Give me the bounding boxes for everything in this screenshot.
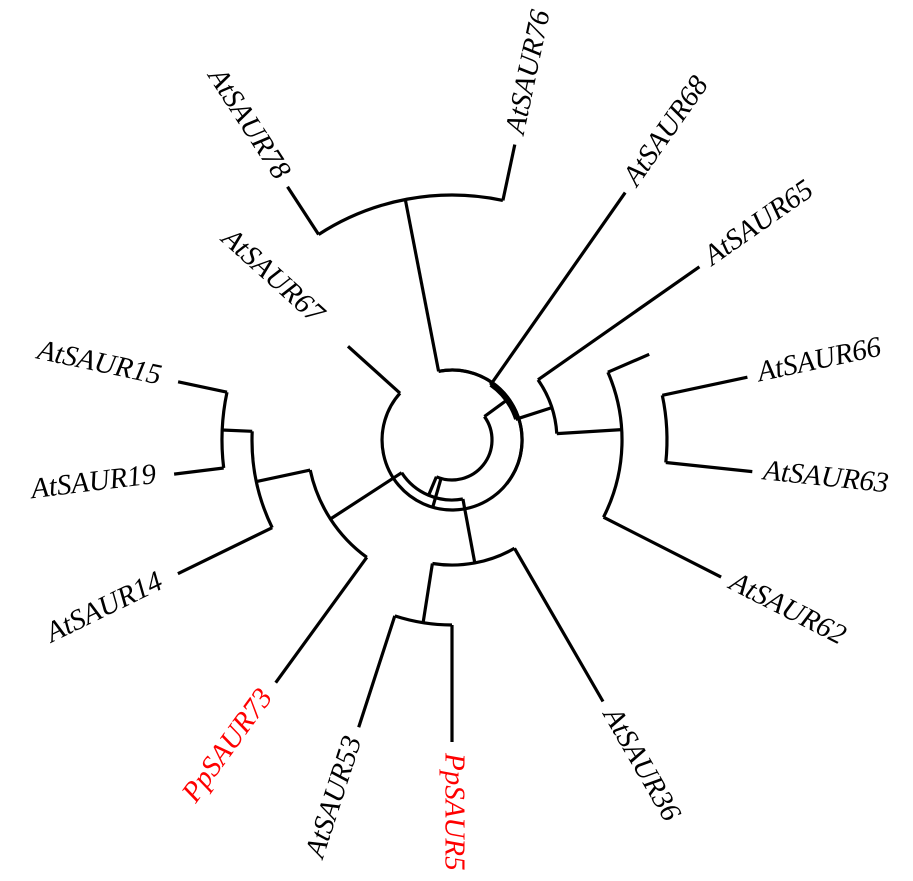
node-arc xyxy=(432,546,516,567)
leaf-label-atsaur53: AtSAUR53 xyxy=(298,732,368,863)
branch-line xyxy=(602,515,722,579)
leaf-label-atsaur67: AtSAUR67 xyxy=(214,221,331,331)
branch-line xyxy=(515,406,553,421)
leaf-label-atsaur78: AtSAUR78 xyxy=(201,60,298,185)
node-arc xyxy=(602,371,624,518)
leaf-label-atsaur36: AtSAUR36 xyxy=(596,700,688,827)
leaf-label-atsaur14: AtSAUR14 xyxy=(39,565,168,650)
branch-line xyxy=(556,428,622,436)
node-arc xyxy=(380,368,524,512)
branch-line xyxy=(427,476,438,496)
leaf-label-atsaur65: AtSAUR65 xyxy=(696,173,819,272)
node-arc xyxy=(435,415,494,482)
leaf-label-atsaur62: AtSAUR62 xyxy=(723,565,851,651)
branch-line xyxy=(177,380,228,394)
branch-line xyxy=(286,185,320,236)
branch-line xyxy=(403,199,441,372)
branch-line xyxy=(661,375,748,397)
branch-line xyxy=(173,466,224,476)
branch-line xyxy=(329,471,403,521)
branch-line xyxy=(177,526,273,576)
leaf-label-atsaur15: AtSAUR15 xyxy=(33,334,165,392)
branch-line xyxy=(537,265,701,382)
branch-line xyxy=(222,428,253,433)
leaf-label-atsaur76: AtSAUR76 xyxy=(499,7,557,139)
branches xyxy=(173,144,753,742)
branch-line xyxy=(501,144,517,201)
branch-line xyxy=(346,345,402,395)
branch-line xyxy=(421,563,434,623)
branch-line xyxy=(357,615,397,728)
branch-line xyxy=(256,468,311,484)
leaf-label-atsaur63: AtSAUR63 xyxy=(760,454,890,499)
leaf-label-ppsaur5: PpSAUR5 xyxy=(438,752,470,871)
branch-line xyxy=(489,191,627,387)
node-arc xyxy=(317,193,504,236)
leaf-label-ppsaur73: PpSAUR73 xyxy=(175,682,279,808)
leaf-label-atsaur68: AtSAUR68 xyxy=(615,70,715,193)
branch-line xyxy=(483,399,508,418)
leaf-labels: AtSAUR78 AtSAUR76 AtSAUR68 AtSAUR65 AtSA… xyxy=(27,7,890,871)
root-stub xyxy=(431,478,443,508)
node-arc xyxy=(660,394,669,463)
node-arc xyxy=(536,378,559,434)
node-arc xyxy=(394,614,453,627)
leaf-label-atsaur19: AtSAUR19 xyxy=(27,458,158,505)
leaf-label-atsaur66: AtSAUR66 xyxy=(752,331,884,389)
branch-line xyxy=(274,556,369,684)
branch-line xyxy=(513,547,605,703)
branch-line xyxy=(607,352,650,374)
branch-line xyxy=(665,460,753,474)
